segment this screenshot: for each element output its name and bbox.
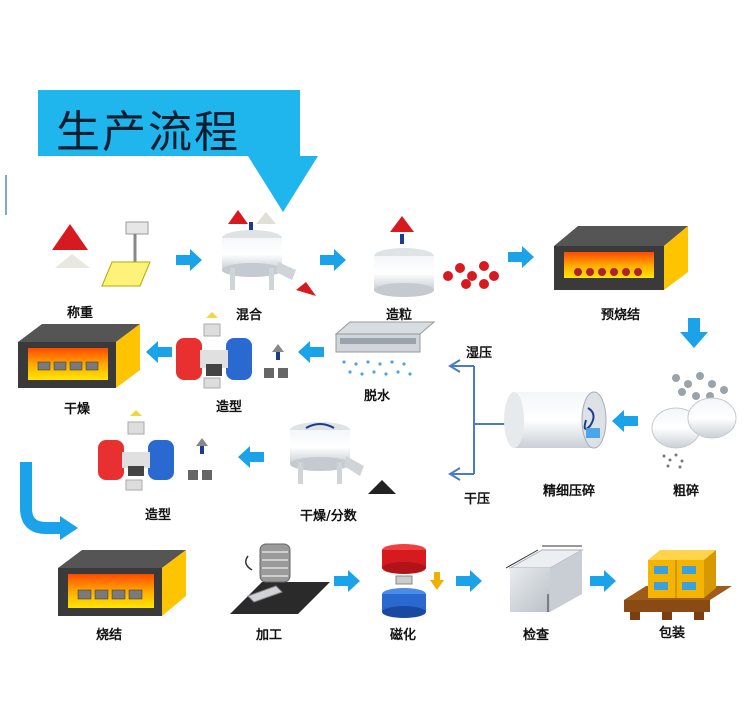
step-label-presintering: 预烧结 <box>601 308 641 323</box>
grinder-icon <box>230 543 330 614</box>
branch-label-dry-pressing: 干压 <box>464 492 491 507</box>
step-label-drying-classify: 干燥/分数 <box>300 509 357 524</box>
furnace-icon <box>554 226 688 290</box>
mixer-icon <box>222 210 316 296</box>
step-label-machining: 加工 <box>256 628 283 643</box>
press-icon <box>98 410 212 491</box>
step-label-coarse-crushing: 粗碎 <box>673 484 700 499</box>
step-label-molding-dry: 造型 <box>145 508 172 523</box>
step-label-dewatering: 脱水 <box>364 389 391 404</box>
down-arrow-icon <box>680 318 708 348</box>
step-label-inspection: 检查 <box>523 628 550 643</box>
dewatering-icon <box>334 321 436 376</box>
step-label-fine-crushing: 精细压碎 <box>543 484 596 499</box>
furnace-icon <box>18 324 140 388</box>
crusher-icon <box>651 372 737 469</box>
step-label-drying: 干燥 <box>64 402 91 417</box>
step-label-weighing: 称重 <box>67 306 94 321</box>
granulator-icon <box>374 216 499 297</box>
pallet-icon <box>624 550 732 620</box>
left-arrow-icon <box>298 341 324 363</box>
ball-mill-icon <box>504 391 607 449</box>
right-arrow-icon <box>590 570 616 592</box>
step-label-mixing: 混合 <box>236 308 263 323</box>
curved-arrow-icon <box>20 462 78 540</box>
step-label-magnetizing: 磁化 <box>390 628 417 643</box>
right-arrow-icon <box>508 246 534 268</box>
left-arrow-icon <box>146 341 172 363</box>
left-arrow-icon <box>238 446 264 468</box>
step-label-molding-wet: 造型 <box>216 400 243 415</box>
branch-label-wet-pressing: 湿压 <box>466 346 493 361</box>
step-label-granulating: 造粒 <box>386 308 413 323</box>
press-icon <box>176 312 288 389</box>
furnace-icon <box>58 550 186 616</box>
title-pointer <box>248 156 318 212</box>
step-label-packing: 包装 <box>659 626 686 641</box>
page-title: 生产流程 <box>56 107 240 158</box>
right-arrow-icon <box>334 570 360 592</box>
right-arrow-icon <box>320 249 346 271</box>
dryer-icon <box>290 422 396 494</box>
right-arrow-icon <box>176 249 202 271</box>
step-label-sintering: 烧结 <box>96 628 123 643</box>
weighing-icon <box>52 221 151 287</box>
left-arrow-icon <box>612 410 638 432</box>
magnet-icon <box>382 544 444 618</box>
branch-connector <box>448 359 506 481</box>
inspection-block-icon <box>505 545 584 612</box>
right-arrow-icon <box>456 570 482 592</box>
title-banner <box>38 90 300 156</box>
